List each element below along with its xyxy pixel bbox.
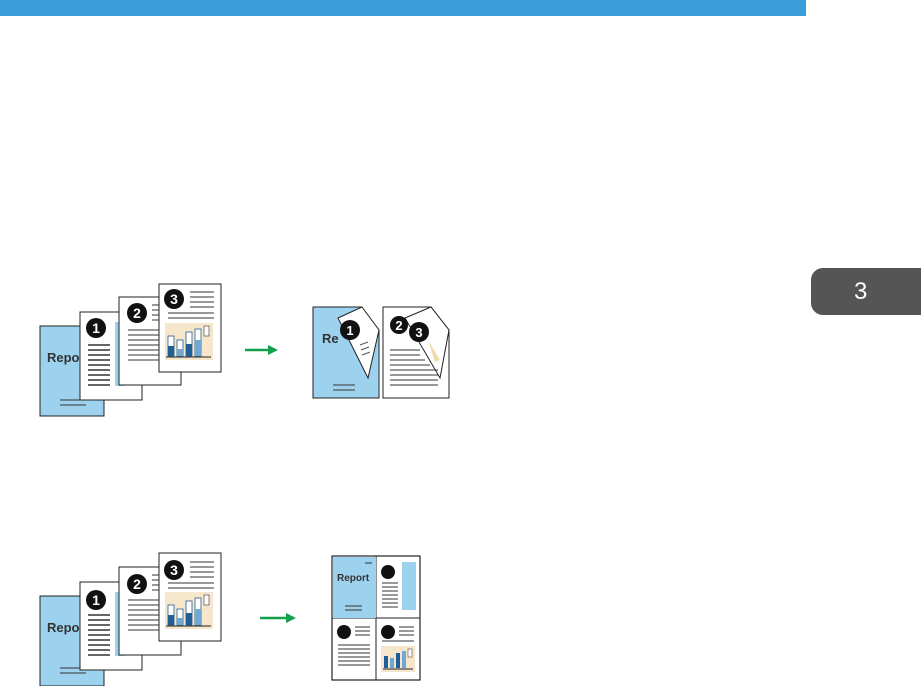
page-3: 3: [159, 553, 221, 641]
green-arrow-icon: [245, 345, 278, 355]
page-number: 2: [133, 305, 141, 321]
result-cover-label: Re: [322, 331, 339, 346]
page-number: 3: [170, 291, 178, 307]
page-number: 3: [170, 562, 178, 578]
page-number: 2: [395, 318, 402, 333]
result-sheet-back: 2 3: [383, 307, 449, 398]
illustration-combine: Repo 1 2 3: [0, 545, 470, 686]
page-number: 1: [92, 320, 100, 336]
illustration-duplex: Repo 1 2 3: [0, 270, 470, 430]
chapter-number: 3: [854, 278, 867, 305]
page-number: 1: [92, 592, 100, 608]
result-cover-label: Report: [337, 573, 370, 584]
page-number: 1: [346, 323, 353, 338]
cover-label: Repo: [47, 350, 80, 365]
chapter-tab[interactable]: 3: [811, 268, 921, 315]
page-number: 3: [415, 325, 422, 340]
page-3: 3: [159, 284, 221, 372]
header-bar: [0, 0, 806, 16]
page-number: 2: [133, 576, 141, 592]
combined-sheet: Report: [332, 556, 420, 680]
green-arrow-icon: [260, 613, 296, 623]
cover-label: Repo: [47, 620, 80, 635]
result-sheet-front: Re 1: [313, 307, 379, 398]
